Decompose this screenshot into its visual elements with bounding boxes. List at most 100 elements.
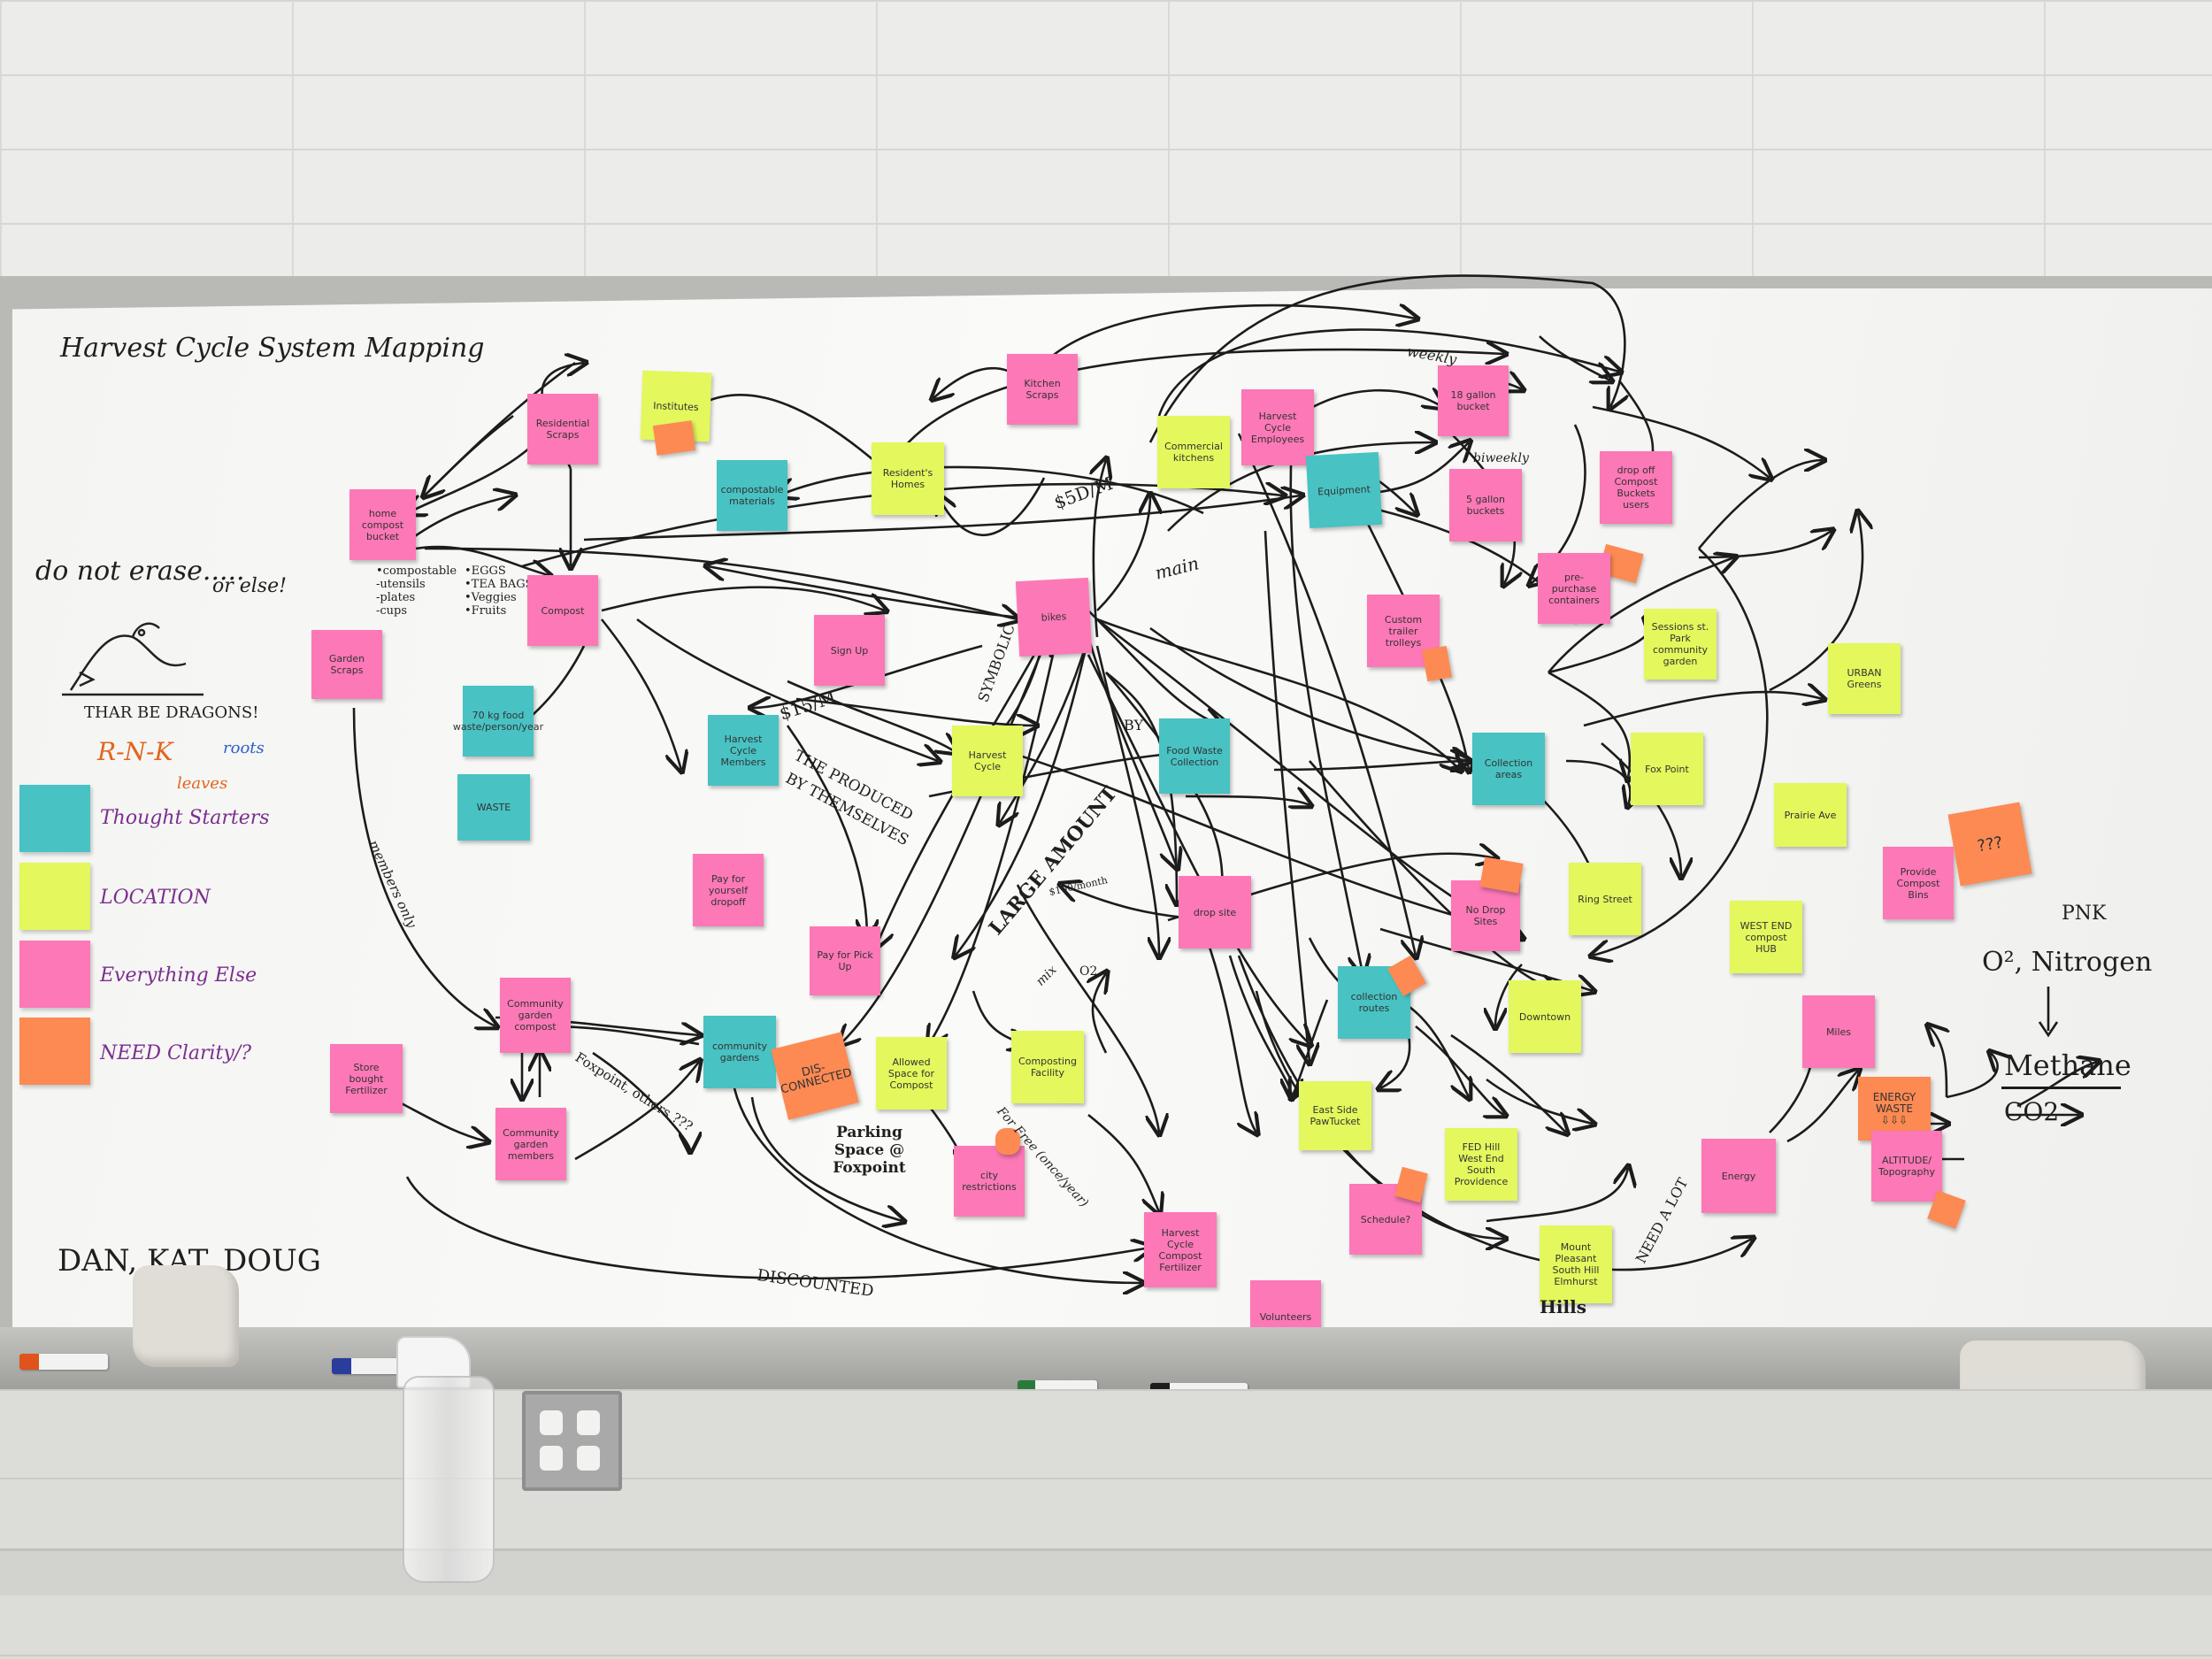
socket-icon xyxy=(540,1446,563,1471)
dragon-doodle-icon xyxy=(62,622,204,696)
compostables-list-2: •EGGS •TEA BAGS •Veggies •Fruits xyxy=(465,565,534,618)
legend-label-teal: Thought Starters xyxy=(100,807,270,829)
legend-swatch-yellow xyxy=(19,863,90,930)
sticky-note: Pay for Pick Up xyxy=(810,926,880,995)
wall-rail xyxy=(0,1548,2212,1595)
annotation-o2-nitrogen: O², Nitrogen xyxy=(1982,947,2153,978)
annotation-by: BY xyxy=(1124,717,1144,733)
sticky-note: Pay for yourself dropoff xyxy=(693,854,764,926)
compostables-item: -plates xyxy=(376,591,416,604)
sticky-note: Harvest Cycle xyxy=(952,726,1023,796)
sticky-note: Resident's Homes xyxy=(872,442,944,515)
socket-icon xyxy=(540,1410,563,1435)
legend-swatch-teal xyxy=(19,785,90,852)
dragons-text: THAR BE DRAGONS! xyxy=(84,703,259,722)
sticky-note: WASTE xyxy=(457,774,530,841)
annotation-parking: Parking Space @ Foxpoint xyxy=(833,1124,906,1177)
sticky-note: Equipment xyxy=(1305,451,1383,529)
compostables-item: •TEA BAGS xyxy=(465,578,534,591)
sticky-note: ??? xyxy=(1947,802,2032,887)
sticky-note: Allowed Space for Compost xyxy=(876,1037,947,1110)
sticky-note: city restrictions xyxy=(954,1146,1025,1217)
sticky-note: community gardens xyxy=(703,1016,776,1088)
brand-leaves-text: leaves xyxy=(177,774,228,793)
board-title: Harvest Cycle System Mapping xyxy=(60,333,485,364)
sticky-note: ALTITUDE/ Topography xyxy=(1871,1131,1942,1202)
compostables-list-1: •compostable -utensils -plates -cups xyxy=(376,565,457,618)
sticky-note: Harvest Cycle Members xyxy=(708,715,779,786)
compostables-item: •Veggies xyxy=(465,591,517,604)
methane-underline xyxy=(2001,1087,2121,1089)
legend-label-yellow: LOCATION xyxy=(100,887,211,909)
socket-icon xyxy=(577,1410,600,1435)
sticky-note: Harvest Cycle Compost Fertilizer xyxy=(1144,1212,1217,1287)
sticky-note: Food Waste Collection xyxy=(1159,718,1230,794)
sticky-note: 18 gallon bucket xyxy=(1438,365,1509,436)
compostables-item: -utensils xyxy=(376,578,426,591)
annotation-o2-small: O2 xyxy=(1079,964,1098,979)
sticky-note: Kitchen Scraps xyxy=(1007,354,1078,425)
sticky-note: Energy xyxy=(1701,1139,1776,1213)
sticky-note: Sign Up xyxy=(814,615,885,686)
spray-bottle[interactable] xyxy=(403,1376,495,1583)
legend-label-orange: NEED Clarity/? xyxy=(100,1042,252,1064)
brand-roots-text: roots xyxy=(223,739,265,757)
do-not-erase-text: do not erase..... xyxy=(35,556,245,587)
annotation-biweekly: biweekly xyxy=(1473,451,1529,465)
eraser-rag[interactable] xyxy=(133,1265,239,1367)
sticky-note: home compost bucket xyxy=(349,489,416,560)
sticky-note: Community garden compost xyxy=(500,978,571,1053)
sticky-note: East Side PawTucket xyxy=(1299,1081,1371,1150)
sticky-note: Store bought Fertilizer xyxy=(330,1044,403,1113)
sticky-note: Garden Scraps xyxy=(311,630,382,699)
sticky-note: bikes xyxy=(1015,577,1093,657)
sticky-note-orange xyxy=(1479,856,1524,894)
brand-text: R-N-K xyxy=(97,737,173,766)
sticky-note: Downtown xyxy=(1509,980,1581,1053)
sticky-note: Mount Pleasant South Hill Elmhurst xyxy=(1540,1225,1612,1303)
sticky-note: No Drop Sites xyxy=(1451,880,1520,951)
sticky-note: Ring Street xyxy=(1569,863,1641,935)
sticky-note: compostable materials xyxy=(717,460,787,531)
marker[interactable] xyxy=(19,1354,108,1370)
sticky-note: FED Hill West End South Providence xyxy=(1445,1128,1517,1201)
sticky-note: Provide Compost Bins xyxy=(1883,847,1954,919)
sticky-note: drop off Compost Buckets users xyxy=(1600,451,1672,524)
or-else-text: or else! xyxy=(212,575,287,597)
socket-icon xyxy=(577,1446,600,1471)
sticky-note: Prairie Ave xyxy=(1774,783,1847,847)
annotation-co2: CO2 xyxy=(2004,1097,2060,1126)
annotation-pnk: PNK xyxy=(2062,902,2107,925)
compostables-item: •EGGS xyxy=(465,565,506,578)
sticky-note: 70 kg food waste/person/year xyxy=(453,686,543,757)
compostables-item: -cups xyxy=(376,604,408,618)
sticky-note: ENERGY WASTE ⇩⇩⇩ xyxy=(1858,1077,1931,1141)
compostables-item: •Fruits xyxy=(465,604,507,618)
sticky-note: Custom trailer trolleys xyxy=(1367,595,1440,667)
sticky-note: Community garden members xyxy=(495,1108,566,1180)
sticky-note: URBAN Greens xyxy=(1828,643,1901,714)
sticky-note-orange xyxy=(1422,645,1452,682)
sticky-note: Residential Scraps xyxy=(527,394,598,465)
sticky-note: pre-purchase containers xyxy=(1538,553,1610,624)
legend-swatch-orange xyxy=(19,1018,90,1085)
sticky-note-orange xyxy=(652,420,696,456)
sticky-note: Harvest Cycle Employees xyxy=(1241,389,1314,465)
legend-label-pink: Everything Else xyxy=(100,964,257,987)
power-outlet-icon xyxy=(522,1391,622,1491)
annotation-methane: Methane xyxy=(2004,1048,2131,1082)
compostables-item: •compostable xyxy=(376,565,457,578)
sticky-note: WEST END compost HUB xyxy=(1730,901,1802,973)
annotation-hills: Hills xyxy=(1540,1296,1586,1317)
sticky-note: 5 gallon buckets xyxy=(1449,469,1522,541)
arrow-down-icon xyxy=(2038,987,2059,1038)
sticky-note: Collection areas xyxy=(1472,733,1545,805)
sticky-note: Miles xyxy=(1802,995,1875,1068)
sticky-note: Sessions st. Park community garden xyxy=(1644,609,1717,680)
sticky-note: Fox Point xyxy=(1631,733,1703,805)
lower-wall xyxy=(0,1389,2212,1659)
sticky-note: drop site xyxy=(1179,876,1251,949)
legend-swatch-pink xyxy=(19,941,90,1008)
sticky-note-orange xyxy=(995,1128,1020,1155)
sticky-note: Composting Facility xyxy=(1011,1031,1084,1103)
